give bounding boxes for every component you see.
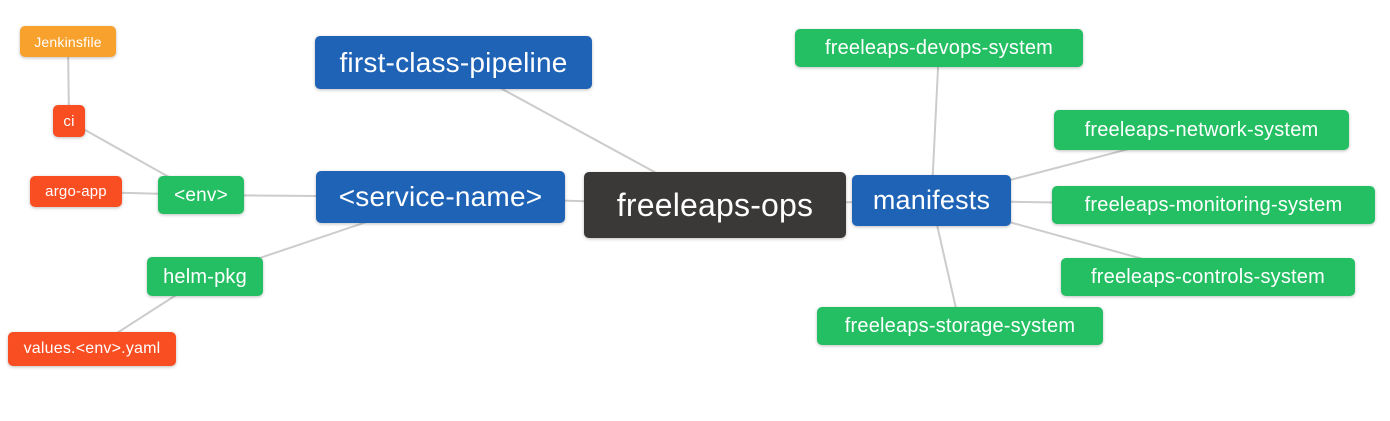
node-devops-system[interactable]: freeleaps-devops-system — [795, 29, 1083, 67]
node-network-system[interactable]: freeleaps-network-system — [1054, 110, 1349, 150]
node-first-class-pipeline[interactable]: first-class-pipeline — [315, 36, 592, 89]
node-env[interactable]: <env> — [158, 176, 244, 214]
node-freeleaps-ops[interactable]: freeleaps-ops — [584, 172, 846, 238]
node-manifests[interactable]: manifests — [852, 175, 1011, 226]
node-argo-app[interactable]: argo-app — [30, 176, 122, 207]
node-values-env-yaml[interactable]: values.<env>.yaml — [8, 332, 176, 366]
node-helm-pkg[interactable]: helm-pkg — [147, 257, 263, 296]
node-storage-system[interactable]: freeleaps-storage-system — [817, 307, 1103, 345]
node-jenkinsfile[interactable]: Jenkinsfile — [20, 26, 116, 57]
node-controls-system[interactable]: freeleaps-controls-system — [1061, 258, 1355, 296]
node-ci[interactable]: ci — [53, 105, 85, 137]
node-monitoring-system[interactable]: freeleaps-monitoring-system — [1052, 186, 1375, 224]
node-service-name[interactable]: <service-name> — [316, 171, 565, 223]
